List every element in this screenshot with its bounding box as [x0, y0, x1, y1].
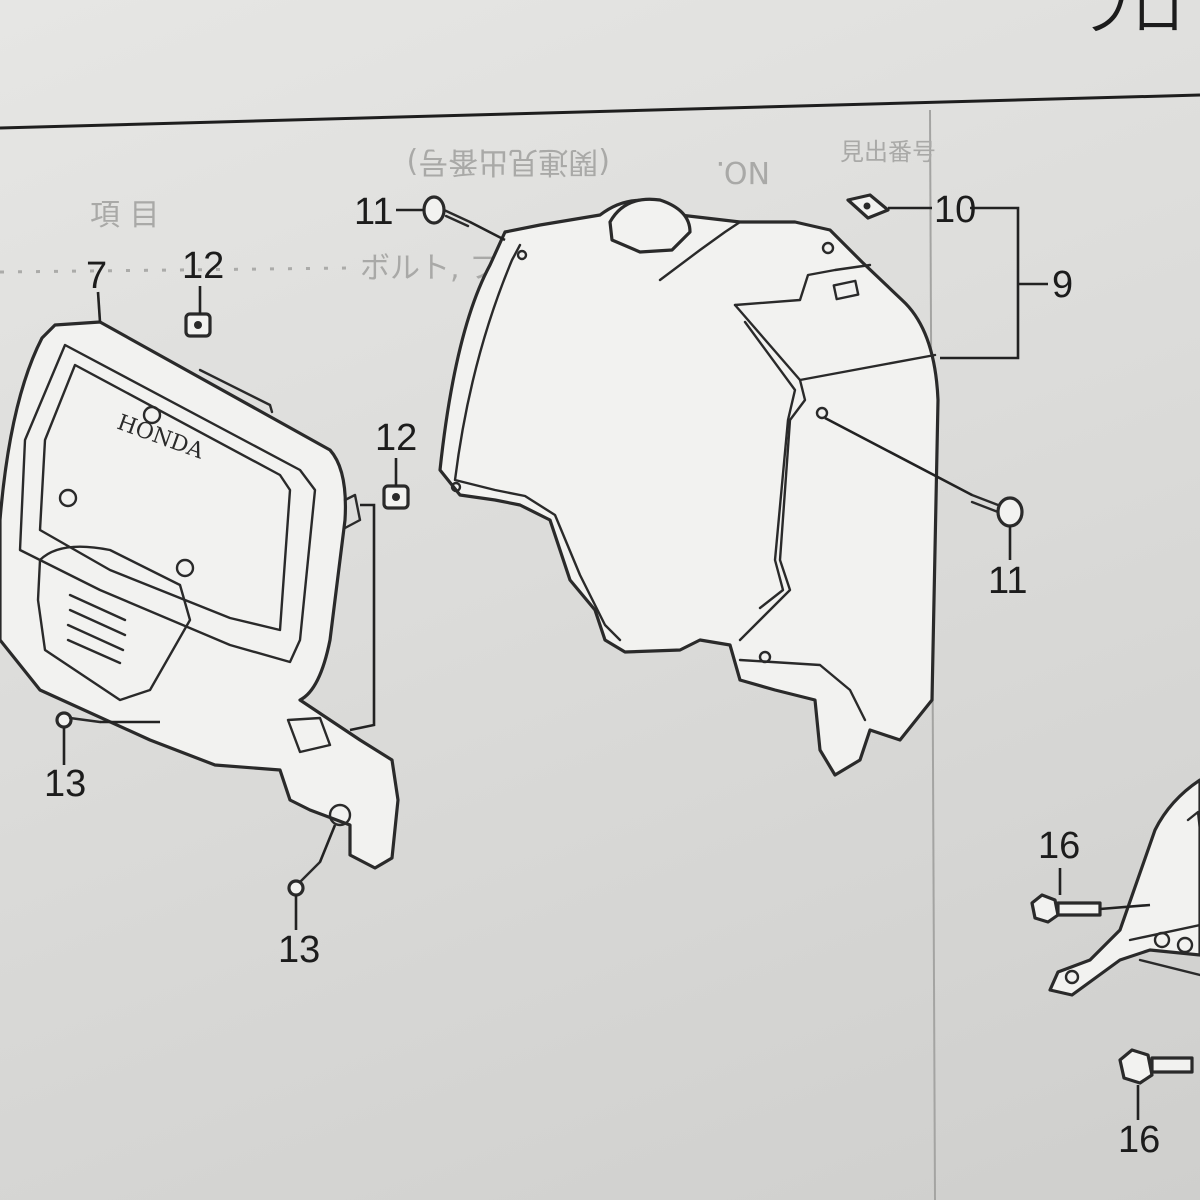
clip-nut-12-mid [382, 484, 410, 510]
callout-16-top: 16 [1038, 825, 1080, 867]
frame-bracket-part [1048, 778, 1200, 997]
bracket-hole-a [1153, 931, 1171, 949]
header-title: フロ [1080, 0, 1184, 42]
callout-12-top: 12 [182, 245, 224, 287]
cover-hole-e [758, 650, 772, 664]
callout-11-top: 11 [354, 191, 393, 233]
ghost-header-page: 見出番号 [840, 138, 936, 166]
callout-9: 9 [1052, 264, 1073, 306]
clip-nut-10 [846, 193, 890, 220]
callout-13-bottom: 13 [278, 929, 320, 971]
callout-7: 7 [86, 255, 107, 297]
screw-13-left [55, 711, 102, 729]
screw-hole-d [328, 803, 352, 827]
leader-lines [62, 206, 1151, 1120]
meter-cover-part: HONDA [0, 320, 400, 870]
callout-12-mid: 12 [375, 417, 417, 459]
cover-hole-c [450, 481, 462, 493]
ghost-header-item: 項 目 [90, 198, 160, 233]
callout-10: 10 [934, 189, 976, 231]
cover-dome [608, 197, 692, 254]
screw-11-right [970, 493, 1024, 528]
ghost-header-no: NO. [716, 154, 770, 189]
bracket-hole-c [1064, 969, 1080, 985]
bracket-hole-b [1176, 936, 1194, 954]
screw-hole-b [58, 488, 78, 508]
callout-13-left: 13 [44, 763, 86, 805]
ghost-header-ref: (関連見出番号) [407, 144, 610, 179]
callout-labels: 7 12 12 13 13 11 11 10 9 16 16 [44, 189, 1160, 1161]
inner-cover-part [438, 197, 940, 777]
bolt-16-bottom [1118, 1048, 1194, 1085]
cover-hole-a [821, 241, 835, 255]
screw-11-top [422, 195, 472, 228]
clip-nut-12-top [184, 312, 212, 338]
bolt-16-top [1030, 893, 1102, 924]
ghost-dotted-leader [0, 266, 351, 274]
header-rule [0, 93, 1200, 130]
cover-slot [832, 279, 860, 301]
bleed-through-text: (関連見出番号) NO. 項 目 見出番号 ボルト, フランジ [0, 138, 936, 286]
callout-16-bottom: 16 [1118, 1119, 1160, 1161]
screw-13-bottom [287, 860, 322, 897]
cover-hole-d [516, 249, 528, 261]
callout-11-right: 11 [988, 560, 1027, 602]
screw-hole-a [142, 405, 162, 425]
screw-hole-c [175, 558, 195, 578]
cover-hole-b [815, 406, 829, 420]
